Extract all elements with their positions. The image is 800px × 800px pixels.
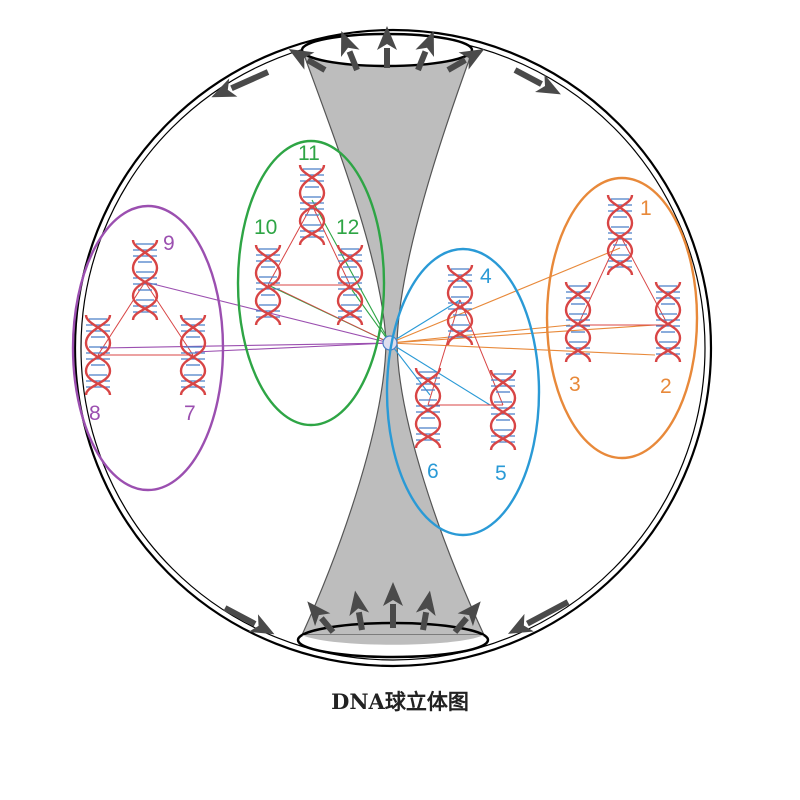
diagram-caption: DNA球立体图	[331, 689, 469, 714]
group-blue: 4 5 6	[385, 247, 541, 537]
label-1: 1	[640, 197, 652, 220]
group-green-ellipse	[236, 139, 386, 427]
group-green: 11 10 12	[236, 139, 386, 427]
label-3: 3	[569, 373, 581, 396]
bottom-arrows	[223, 582, 570, 644]
label-2: 2	[660, 375, 672, 398]
group-purple: 9 8 7	[71, 204, 225, 492]
label-7: 7	[184, 402, 196, 425]
outer-sphere	[73, 28, 713, 668]
helix-2	[654, 280, 682, 364]
top-arrows	[207, 26, 566, 107]
helix-9	[131, 238, 159, 322]
helix-5	[489, 368, 517, 452]
label-6: 6	[427, 460, 439, 483]
group-orange-ellipse	[545, 176, 699, 460]
group-blue-ellipse	[385, 247, 541, 537]
helix-6	[414, 366, 442, 450]
label-10: 10	[254, 216, 277, 239]
label-9: 9	[163, 232, 175, 255]
helix-3	[564, 280, 592, 364]
connection-lines	[99, 199, 656, 406]
label-8: 8	[89, 402, 101, 425]
label-4: 4	[480, 265, 492, 288]
label-5: 5	[495, 462, 507, 485]
group-orange: 1 2 3	[545, 176, 699, 460]
group-purple-ellipse	[71, 204, 225, 492]
label-11: 11	[298, 142, 320, 165]
label-12: 12	[336, 216, 359, 239]
